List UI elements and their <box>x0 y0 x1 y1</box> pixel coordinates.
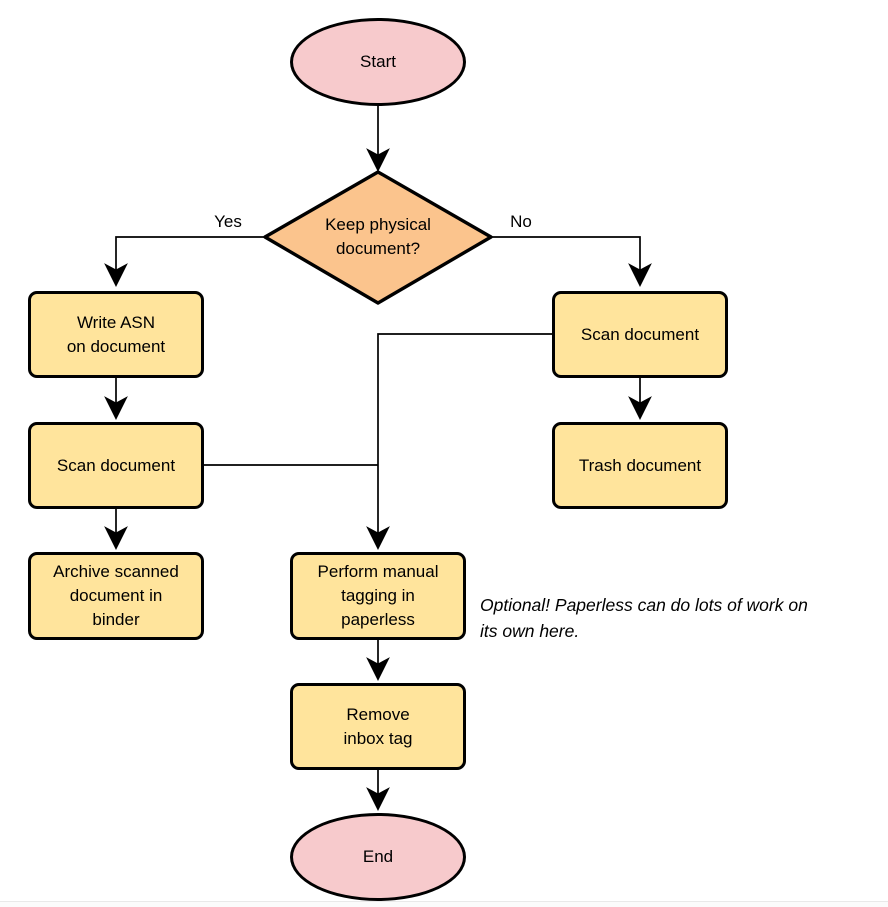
node-decision: Keep physical document? <box>285 210 471 264</box>
node-decision-label: Keep physical document? <box>325 215 431 258</box>
edge-decision-yes-to-write-asn <box>104 236 265 287</box>
node-scan-document-left: Scan document <box>28 422 204 509</box>
node-write-asn-label: Write ASN on document <box>66 312 166 356</box>
node-start-label: Start <box>360 52 396 71</box>
node-remove-inbox-tag: Remove inbox tag <box>290 683 466 770</box>
node-start: Start <box>290 18 466 106</box>
node-end-label: End <box>362 847 394 866</box>
node-archive-document: Archive scanned document in binder <box>28 552 204 640</box>
node-manual-tagging-label: Perform manual tagging in paperless <box>317 562 439 629</box>
page-edge-area <box>0 902 888 907</box>
node-scan-document-right-label: Scan document <box>580 324 700 344</box>
optional-annotation: Optional! Paperless can do lots of work … <box>480 595 808 641</box>
page-edge-divider <box>0 901 888 902</box>
node-scan-document-right: Scan document <box>552 291 728 378</box>
node-scan-document-left-label: Scan document <box>56 455 176 475</box>
node-remove-inbox-tag-label: Remove inbox tag <box>343 704 413 748</box>
edge-label-yes: Yes <box>214 212 242 231</box>
edge-scan-right-to-tagging <box>366 333 552 550</box>
node-trash-document: Trash document <box>552 422 728 509</box>
decision-diamond-shape <box>263 170 493 305</box>
node-end: End <box>290 813 466 901</box>
node-trash-document-label: Trash document <box>578 455 702 475</box>
edge-decision-no-to-scan-right <box>491 236 652 287</box>
node-archive-document-label: Archive scanned document in binder <box>53 562 179 629</box>
edge-label-no: No <box>510 212 532 231</box>
node-write-asn: Write ASN on document <box>28 291 204 378</box>
node-manual-tagging: Perform manual tagging in paperless <box>290 552 466 640</box>
